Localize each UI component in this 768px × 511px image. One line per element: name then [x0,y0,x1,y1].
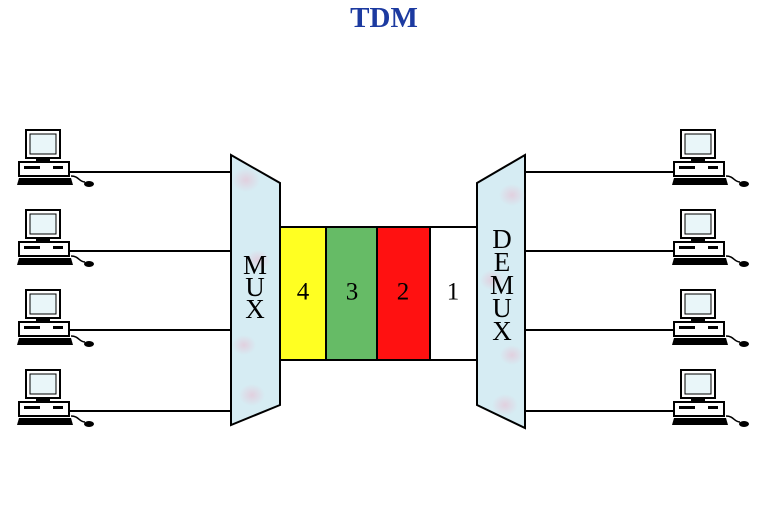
time-slots: 4 3 2 1 [279,226,478,361]
sender-computers [16,129,231,428]
computer-icon [16,289,95,348]
computer-icon [16,129,95,188]
computer-icon [16,209,95,268]
computer-icon [16,369,95,428]
mux-label-letter: X [245,294,265,324]
mux-label-letter: M [243,250,267,280]
demux-label-letter: X [492,316,512,346]
demux-label-letter: U [492,293,512,323]
time-slot-1 [429,226,478,361]
computer-icon [671,369,750,428]
time-slot-4 [279,226,327,361]
diagram-title: TDM [350,2,418,34]
mux-block: M U X [230,153,281,427]
mux-label-letter: U [245,272,265,302]
receiver-computers [525,129,750,428]
time-slot-label: 4 [297,279,310,306]
computer-icon [671,129,750,188]
time-slot-label: 1 [447,279,460,306]
computer-icon [671,209,750,268]
time-slot-label: 2 [397,279,410,306]
time-slot-3 [325,226,378,361]
demux-label-letter: M [490,270,514,300]
demux-label-letter: D [492,224,512,254]
time-slot-label: 3 [346,279,359,306]
computer-icon [671,289,750,348]
demux-block: D E M U X [476,153,526,430]
demux-label-letter: E [494,247,511,277]
